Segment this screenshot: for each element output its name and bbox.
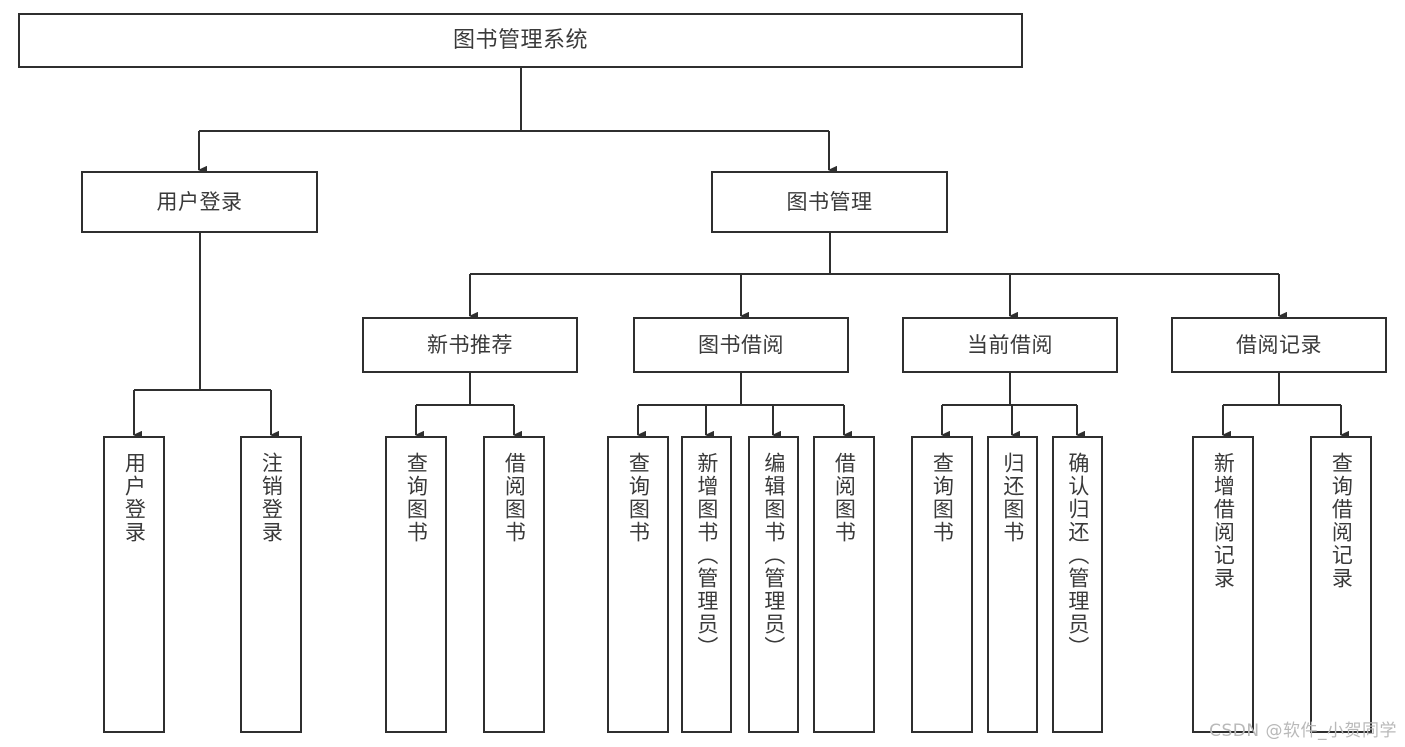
node-leaf-add-book[interactable]: 新增图书（管理员） bbox=[681, 436, 732, 733]
node-leaf-confirm-return[interactable]: 确认归还（管理员） bbox=[1052, 436, 1103, 733]
node-book-borrow[interactable]: 图书借阅 bbox=[633, 317, 849, 373]
node-new-book-rec[interactable]: 新书推荐 bbox=[362, 317, 578, 373]
node-label-leaf-return-book: 归还图书 bbox=[1000, 452, 1025, 544]
node-leaf-query-book-3[interactable]: 查询图书 bbox=[911, 436, 973, 733]
node-label-borrow-record: 借阅记录 bbox=[1236, 332, 1322, 357]
node-book-manage[interactable]: 图书管理 bbox=[711, 171, 948, 233]
watermark-text: CSDN @软件_小贺同学 bbox=[1209, 721, 1397, 741]
node-borrow-record[interactable]: 借阅记录 bbox=[1171, 317, 1387, 373]
node-label-leaf-borrow-book-1: 借阅图书 bbox=[502, 452, 527, 544]
node-leaf-query-book-2[interactable]: 查询图书 bbox=[607, 436, 669, 733]
node-root[interactable]: 图书管理系统 bbox=[18, 13, 1023, 68]
node-leaf-user-login[interactable]: 用户登录 bbox=[103, 436, 165, 733]
node-label-leaf-edit-book: 编辑图书（管理员） bbox=[761, 452, 786, 659]
node-label-leaf-logout: 注销登录 bbox=[259, 452, 284, 544]
node-leaf-edit-book[interactable]: 编辑图书（管理员） bbox=[748, 436, 799, 733]
node-label-current-borrow: 当前借阅 bbox=[967, 332, 1053, 357]
node-leaf-query-book-1[interactable]: 查询图书 bbox=[385, 436, 447, 733]
node-leaf-borrow-book-1[interactable]: 借阅图书 bbox=[483, 436, 545, 733]
node-user-login[interactable]: 用户登录 bbox=[81, 171, 318, 233]
node-label-leaf-add-record: 新增借阅记录 bbox=[1211, 452, 1236, 590]
connector-lines bbox=[132, 68, 1349, 440]
node-label-leaf-user-login: 用户登录 bbox=[122, 452, 147, 544]
node-leaf-return-book[interactable]: 归还图书 bbox=[987, 436, 1038, 733]
node-leaf-borrow-book-2[interactable]: 借阅图书 bbox=[813, 436, 875, 733]
node-leaf-query-record[interactable]: 查询借阅记录 bbox=[1310, 436, 1372, 733]
node-leaf-add-record[interactable]: 新增借阅记录 bbox=[1192, 436, 1254, 733]
node-label-leaf-query-book-3: 查询图书 bbox=[930, 452, 955, 544]
node-label-leaf-borrow-book-2: 借阅图书 bbox=[832, 452, 857, 544]
node-label-leaf-add-book: 新增图书（管理员） bbox=[694, 452, 719, 659]
node-label-book-manage: 图书管理 bbox=[786, 189, 873, 214]
node-label-user-login: 用户登录 bbox=[156, 189, 243, 214]
node-label-leaf-query-record: 查询借阅记录 bbox=[1329, 452, 1354, 590]
node-label-new-book-rec: 新书推荐 bbox=[427, 332, 513, 357]
node-label-book-borrow: 图书借阅 bbox=[698, 332, 784, 357]
node-current-borrow[interactable]: 当前借阅 bbox=[902, 317, 1118, 373]
node-label-root: 图书管理系统 bbox=[452, 27, 588, 53]
node-leaf-logout[interactable]: 注销登录 bbox=[240, 436, 302, 733]
node-label-leaf-query-book-1: 查询图书 bbox=[404, 452, 429, 544]
node-label-leaf-query-book-2: 查询图书 bbox=[626, 452, 651, 544]
node-label-leaf-confirm-return: 确认归还（管理员） bbox=[1065, 452, 1090, 659]
